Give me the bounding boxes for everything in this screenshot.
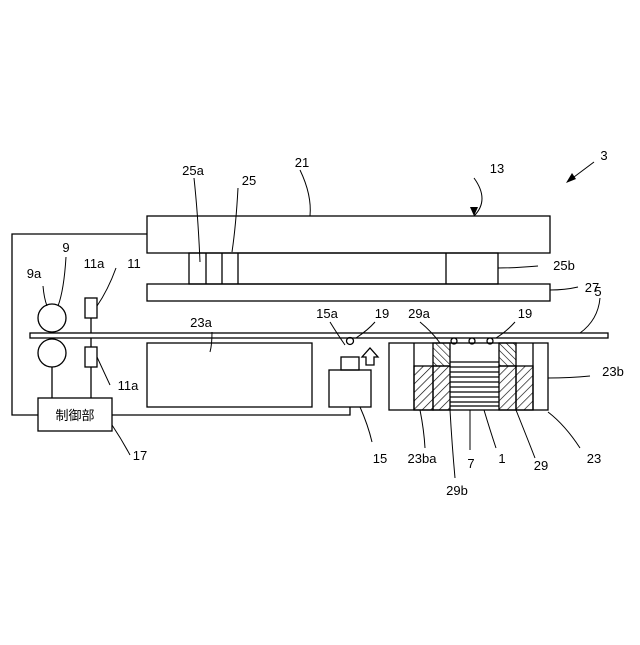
label-upper-die: 13	[490, 161, 504, 176]
label-punch-holder-left: 25a	[182, 163, 204, 178]
label-device: 3	[600, 148, 607, 163]
laminate-stack	[450, 362, 499, 406]
label-feeder-roller: 9a	[27, 266, 42, 281]
upper-die-arrow-head	[470, 207, 478, 216]
upper-plate	[147, 216, 550, 253]
label-strip: 5	[594, 284, 601, 299]
label-pusher: 15	[373, 451, 387, 466]
label-cylinder: 29	[534, 458, 548, 473]
die-wall-right	[516, 366, 533, 410]
label-cylinder-top: 29a	[408, 306, 430, 321]
upward-arrow	[362, 348, 378, 365]
label-sensor: 11	[127, 256, 141, 271]
label-die-block-right: 23b	[602, 364, 624, 379]
label-feeder: 9	[62, 240, 69, 255]
die-wall-left	[414, 366, 433, 410]
label-lower-die: 23	[587, 451, 601, 466]
sensor-lower	[85, 347, 97, 367]
sensor-upper	[85, 298, 97, 318]
cylinder-left-wall	[433, 366, 450, 410]
feed-roller-upper	[38, 304, 66, 332]
label-punch-holder: 25	[242, 173, 256, 188]
strip	[30, 333, 608, 338]
label-core: 1	[498, 451, 505, 466]
device-arrow-head	[566, 173, 576, 183]
label-punch-holder-right: 25b	[553, 258, 575, 273]
cylinder-right-wall	[499, 366, 516, 410]
label-pusher-head: 15a	[316, 306, 338, 321]
label-die-block-left: 23a	[190, 315, 212, 330]
pusher-head	[341, 357, 359, 370]
controller-label: 制御部	[55, 408, 94, 423]
feed-roller-lower	[38, 339, 66, 367]
cylinder-right-top	[499, 343, 516, 366]
label-sensor-lower: 11a	[118, 378, 139, 393]
label-pilot-left: 19	[375, 306, 389, 321]
label-sensor-upper: 11a	[84, 256, 105, 271]
cylinder-left-top	[433, 343, 450, 366]
pusher-body	[329, 370, 371, 407]
label-laminate: 7	[467, 456, 474, 471]
die-block-left	[147, 343, 312, 407]
label-controller-ref: 17	[133, 448, 147, 463]
label-upper-plate: 21	[295, 155, 309, 170]
wire-controller-to-pusher	[112, 407, 350, 415]
label-die-part: 23ba	[408, 451, 438, 466]
punch-holder	[189, 253, 498, 284]
label-pilot-right: 19	[518, 306, 532, 321]
stripper-plate	[147, 284, 550, 301]
label-cylinder-part: 29b	[446, 483, 468, 498]
